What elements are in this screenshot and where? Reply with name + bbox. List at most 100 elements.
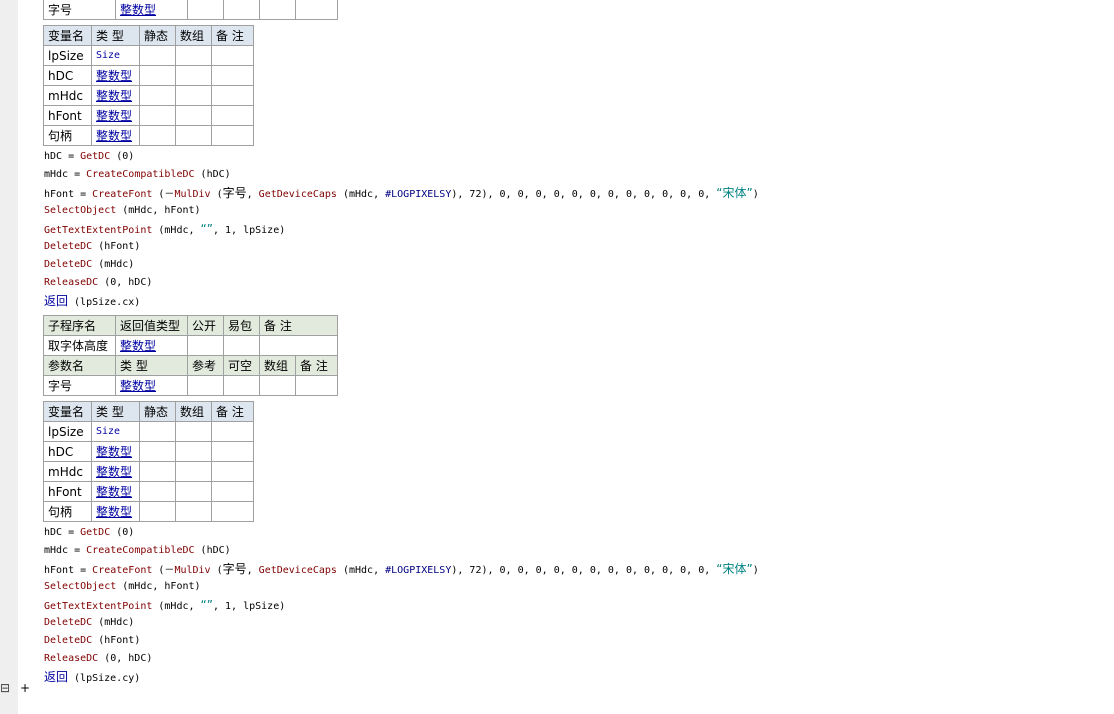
subroutine-name[interactable]: 取字体高度	[43, 335, 116, 356]
col-static: 静态	[139, 401, 176, 422]
function-call[interactable]: ReleaseDC	[44, 653, 99, 664]
code-line[interactable]: DeleteDC (mHdc)	[44, 617, 135, 628]
var-name[interactable]: mHdc	[43, 461, 92, 482]
col-type: 类 型	[91, 401, 140, 422]
function-call[interactable]: GetDeviceCaps	[258, 189, 337, 200]
function-call[interactable]: MulDiv	[174, 565, 211, 576]
var-type[interactable]: 整数型	[91, 441, 140, 462]
var-type[interactable]: Size	[91, 45, 140, 66]
function-call[interactable]: GetDC	[80, 151, 111, 162]
string-literal: “宋体”	[716, 186, 753, 200]
function-call[interactable]: DeleteDC	[44, 241, 93, 252]
col-sub-name: 子程序名	[43, 315, 116, 336]
code-line[interactable]: hDC = GetDC (0)	[44, 527, 135, 538]
param-row: 字号 整数型	[43, 0, 338, 20]
subroutine-header: 子程序名 返回值类型 公开 易包 备 注	[43, 315, 338, 336]
col-public: 公开	[187, 315, 224, 336]
var-name[interactable]: hDC	[43, 65, 92, 86]
var-row: 句柄整数型	[43, 125, 254, 146]
var-name[interactable]: lpSize	[43, 421, 92, 442]
param-header: 参数名 类 型 参考 可空 数组 备 注	[43, 355, 338, 376]
var-name[interactable]: 句柄	[43, 501, 92, 522]
function-call[interactable]: CreateFont	[92, 565, 153, 576]
code-line[interactable]: DeleteDC (mHdc)	[44, 259, 135, 270]
function-call[interactable]: DeleteDC	[44, 259, 93, 270]
code-line[interactable]: mHdc = CreateCompatibleDC (hDC)	[44, 545, 231, 556]
col-easy-pkg: 易包	[223, 315, 260, 336]
function-call[interactable]: DeleteDC	[44, 635, 93, 646]
var-table-header: 变量名 类 型 静态 数组 备 注	[43, 401, 254, 422]
code-line[interactable]: mHdc = CreateCompatibleDC (hDC)	[44, 169, 231, 180]
code-line[interactable]: ReleaseDC (0, hDC)	[44, 277, 153, 288]
param-table-partial: 字号 整数型	[43, 0, 338, 20]
function-call[interactable]: DeleteDC	[44, 617, 93, 628]
return-keyword[interactable]: 返回	[44, 670, 69, 684]
var-name[interactable]: mHdc	[43, 85, 92, 106]
var-type[interactable]: 整数型	[91, 65, 140, 86]
col-type: 类 型	[115, 355, 188, 376]
plus-icon[interactable]: +	[20, 681, 31, 695]
function-call[interactable]: MulDiv	[174, 189, 211, 200]
var-name[interactable]: hDC	[43, 441, 92, 462]
function-call[interactable]: SelectObject	[44, 205, 117, 216]
param-name[interactable]: 字号	[43, 375, 116, 396]
code-line[interactable]: hFont = CreateFont (－MulDiv (字号, GetDevi…	[44, 186, 759, 200]
function-call[interactable]: CreateCompatibleDC	[86, 169, 195, 180]
col-var-name: 变量名	[43, 25, 92, 46]
var-type[interactable]: 整数型	[91, 125, 140, 146]
function-call[interactable]: ReleaseDC	[44, 277, 99, 288]
col-array: 数组	[259, 355, 296, 376]
function-call[interactable]: GetTextExtentPoint	[44, 601, 153, 612]
return-type-link[interactable]: 整数型	[115, 335, 188, 356]
code-line[interactable]: hDC = GetDC (0)	[44, 151, 135, 162]
param-type-link[interactable]: 整数型	[115, 375, 188, 396]
var-type[interactable]: Size	[91, 421, 140, 442]
code-line[interactable]: GetTextExtentPoint (mHdc, “”, 1, lpSize)	[44, 598, 286, 612]
var-type[interactable]: 整数型	[91, 105, 140, 126]
var-type[interactable]: 整数型	[91, 481, 140, 502]
function-call[interactable]: GetDeviceCaps	[258, 565, 337, 576]
var-name[interactable]: 句柄	[43, 125, 92, 146]
return-keyword[interactable]: 返回	[44, 294, 69, 308]
var-type[interactable]: 整数型	[91, 501, 140, 522]
col-note: 备 注	[295, 355, 338, 376]
code-line[interactable]: SelectObject (mHdc, hFont)	[44, 205, 201, 216]
code-line[interactable]: 返回 (lpSize.cx)	[44, 294, 141, 308]
var-name[interactable]: hFont	[43, 481, 92, 502]
param-row: 字号 整数型	[43, 375, 338, 396]
constant: #LOGPIXELSY	[385, 189, 452, 200]
code-line[interactable]: hFont = CreateFont (－MulDiv (字号, GetDevi…	[44, 562, 759, 576]
function-call[interactable]: GetDC	[80, 527, 111, 538]
string-literal: “”	[200, 222, 213, 236]
col-reference: 参考	[187, 355, 224, 376]
function-call[interactable]: SelectObject	[44, 581, 117, 592]
var-type[interactable]: 整数型	[91, 85, 140, 106]
code-block[interactable]: hDC = GetDC (0) mHdc = CreateCompatibleD…	[43, 148, 759, 310]
code-line[interactable]: SelectObject (mHdc, hFont)	[44, 581, 201, 592]
var-name[interactable]: lpSize	[43, 45, 92, 66]
string-literal: “”	[200, 598, 213, 612]
function-call[interactable]: GetTextExtentPoint	[44, 225, 153, 236]
function-call[interactable]: CreateCompatibleDC	[86, 545, 195, 556]
function-call[interactable]: CreateFont	[92, 189, 153, 200]
var-type[interactable]: 整数型	[91, 461, 140, 482]
collapse-icon[interactable]: ⊟	[0, 681, 11, 695]
col-optional: 可空	[223, 355, 260, 376]
code-line[interactable]: GetTextExtentPoint (mHdc, “”, 1, lpSize)	[44, 222, 286, 236]
var-name[interactable]: hFont	[43, 105, 92, 126]
code-line[interactable]: DeleteDC (hFont)	[44, 635, 141, 646]
col-note: 备 注	[211, 401, 254, 422]
param-type-link[interactable]: 整数型	[115, 0, 188, 20]
code-line[interactable]: DeleteDC (hFont)	[44, 241, 141, 252]
code-block[interactable]: hDC = GetDC (0) mHdc = CreateCompatibleD…	[43, 524, 759, 686]
code-line[interactable]: 返回 (lpSize.cy)	[44, 670, 141, 684]
fold-marker[interactable]: ⊟ +	[0, 681, 30, 695]
code-line[interactable]: ReleaseDC (0, hDC)	[44, 653, 153, 664]
